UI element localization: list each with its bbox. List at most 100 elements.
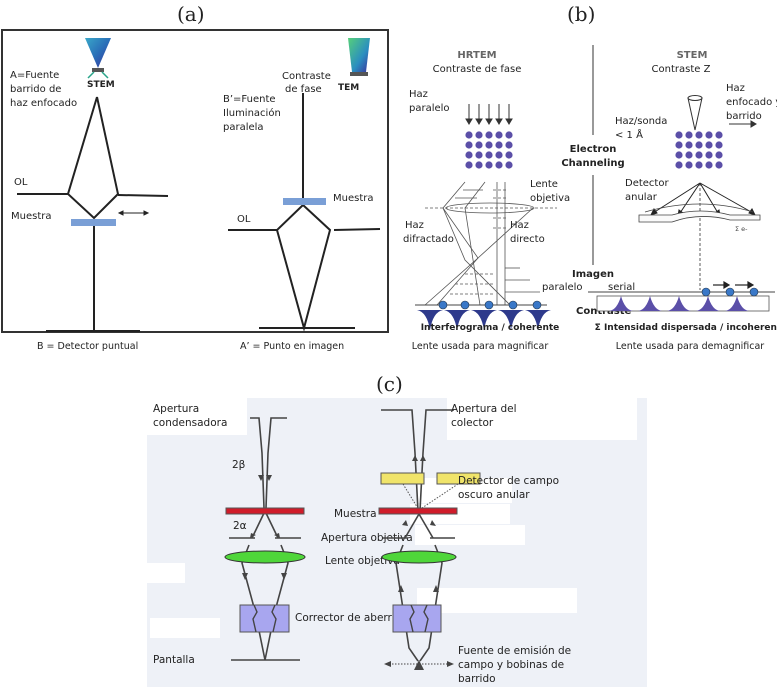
hrtem-beam-label-1: Haz — [409, 89, 428, 100]
interference-peak — [444, 310, 470, 330]
atom — [705, 141, 713, 149]
atom — [475, 161, 483, 169]
atom — [465, 161, 473, 169]
atom — [685, 161, 693, 169]
objective-lens-label: Lente objetiva — [325, 555, 400, 567]
panel-c-diagram: Apertura condensadora 2β 2α Muestra Aper… — [147, 398, 647, 687]
serial-scan-arrows-icon — [713, 280, 755, 290]
stem-ray-diagram — [17, 96, 169, 332]
scan-direction-arrow-icon — [729, 120, 757, 128]
alpha-angle-label: 2α — [233, 520, 247, 532]
stem-probe-label-1: Haz/sonda — [615, 116, 667, 127]
atom — [695, 161, 703, 169]
atom — [715, 151, 723, 159]
stem-caption-bold: Σ Intensidad dispersada / incoherente — [595, 323, 777, 333]
panel-b-diagram: HRTEM Contraste de fase Haz paralelo — [403, 45, 777, 352]
tem-ol-label: OL — [237, 214, 251, 225]
adf-detector-left — [380, 472, 425, 485]
stem-source-label-2: barrido de — [10, 84, 61, 95]
atom — [705, 151, 713, 159]
hrtem-lens-label-1: Lente — [530, 179, 558, 190]
atom — [495, 141, 503, 149]
atom — [675, 141, 683, 149]
image-point — [484, 300, 494, 310]
incoherent-peak — [638, 296, 662, 311]
atom — [505, 151, 513, 159]
panel-c-label: (c) — [376, 372, 403, 396]
hrtem-diffracted-label-1: Haz — [405, 220, 424, 231]
hrtem-lens-label-2: objetiva — [530, 193, 570, 204]
hrtem-ray-diagram — [424, 181, 557, 306]
stem-ol-label: OL — [14, 177, 28, 188]
atom — [495, 161, 503, 169]
atom — [705, 161, 713, 169]
atom — [695, 131, 703, 139]
electron-channeling-label-1: Electron — [570, 144, 617, 155]
atom — [485, 131, 493, 139]
condenser-aperture-label-2: condensadora — [153, 417, 227, 429]
hrtem-diffracted-label-2: difractado — [403, 234, 454, 245]
tem-source-icon — [348, 38, 370, 76]
image-point — [460, 300, 470, 310]
stem-icon-label: STEM — [87, 80, 115, 90]
stem-scan-label-3: barrido — [726, 111, 762, 122]
scan-arrow-icon — [117, 210, 150, 216]
beta-angle-label: 2β — [232, 459, 245, 471]
adf-detector-label-2: oscuro anular — [458, 489, 530, 501]
hrtem-image-points — [438, 300, 542, 310]
condenser-aperture-label-1: Apertura — [153, 403, 199, 415]
interference-peak — [498, 310, 524, 330]
incoherent-peak — [609, 296, 633, 311]
image-point — [749, 287, 759, 297]
atom — [465, 151, 473, 159]
hrtem-atom-lattice — [465, 131, 513, 169]
field-emission-source-label-2: campo y bobinas de — [458, 659, 564, 671]
stem-detector-label-1: Detector — [625, 178, 669, 189]
hrtem-direct-label-2: directo — [510, 234, 545, 245]
hrtem-title: HRTEM — [457, 50, 496, 61]
tem-ray-diagram — [228, 93, 381, 332]
panel-c-background — [147, 398, 647, 687]
contrast-label: Contraste — [576, 306, 632, 317]
stem-sample-label: Muestra — [11, 211, 52, 222]
stem-scan-label-1: Haz — [726, 83, 745, 94]
panel-a-diagram: STEM TEM OL Muestra A=Fuente barrido de … — [1, 29, 389, 352]
annular-detector — [638, 203, 761, 223]
tem-phase-label-2: de fase — [285, 84, 322, 95]
stem-subtitle: Contraste Z — [652, 64, 711, 75]
stem-source-label-1: A=Fuente — [10, 70, 59, 81]
atom — [505, 131, 513, 139]
atom — [715, 161, 723, 169]
atom — [505, 161, 513, 169]
stem-caption: Lente usada para demagnificar — [616, 341, 765, 352]
stem-detector-label: B = Detector puntual — [37, 341, 138, 352]
right-aberration-corrector — [392, 604, 442, 633]
tem-source-label-1: B’=Fuente — [223, 94, 276, 105]
atom — [475, 131, 483, 139]
image-serial-label: serial — [608, 282, 635, 293]
tem-sample-label: Muestra — [333, 193, 374, 204]
atom — [465, 141, 473, 149]
left-aberration-corrector — [239, 604, 290, 633]
stem-probe-label-2: < 1 Å — [615, 128, 643, 141]
hrtem-caption: Lente usada para magnificar — [412, 341, 549, 352]
hrtem-interference-peaks — [417, 310, 551, 330]
right-objective-lens — [381, 550, 457, 564]
interference-peak — [525, 310, 551, 330]
image-label: Imagen — [572, 269, 614, 280]
collector-aperture-label-2: colector — [451, 417, 494, 429]
hrtem-direct-label-1: Haz — [510, 220, 529, 231]
panel-b-label: (b) — [567, 2, 596, 26]
field-emission-source-label-3: barrido — [458, 673, 496, 685]
atom — [485, 161, 493, 169]
right-sample — [378, 507, 458, 515]
atom — [685, 131, 693, 139]
panel-a-frame — [1, 29, 389, 333]
hrtem-subtitle: Contraste de fase — [433, 64, 522, 75]
atom — [695, 141, 703, 149]
incoherent-peak — [725, 296, 749, 311]
tem-phase-label-1: Contraste — [282, 71, 331, 82]
tem-sample — [283, 198, 326, 205]
collector-aperture-label-1: Apertura del — [451, 403, 517, 415]
hrtem-beam-label-2: paralelo — [409, 103, 450, 114]
